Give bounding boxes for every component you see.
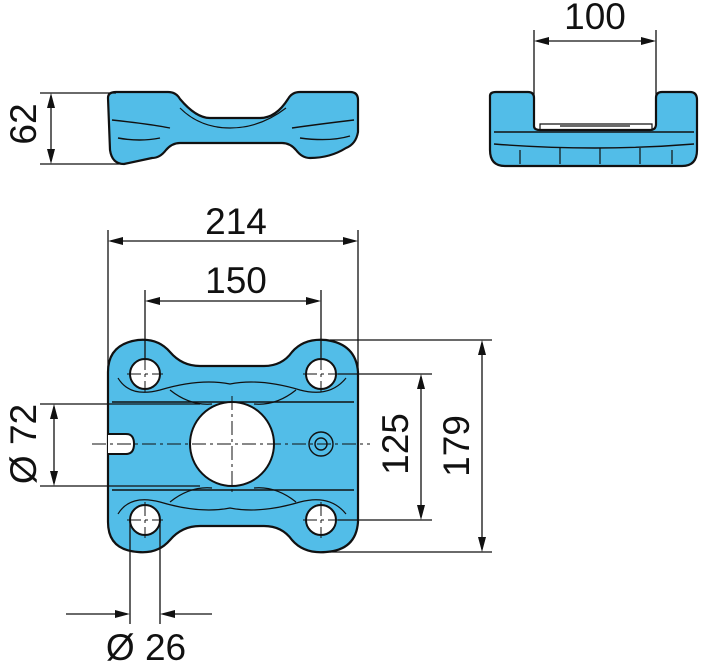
dim-overall-length-label: 179 bbox=[436, 415, 477, 477]
end-view-body bbox=[488, 90, 699, 168]
dim-inner-width-label: 100 bbox=[564, 0, 626, 37]
dim-overall-width-label: 214 bbox=[205, 201, 267, 242]
dim-hole-spacing-y-label: 125 bbox=[375, 413, 416, 475]
dim-hole-diameter-label: Ø 26 bbox=[106, 627, 186, 665]
dim-height-label: 62 bbox=[3, 103, 44, 144]
side-view: 62 bbox=[3, 90, 360, 166]
grease-nipple bbox=[308, 431, 334, 457]
dim-bore-diameter-label: Ø 72 bbox=[3, 404, 44, 484]
end-view: 100 bbox=[488, 0, 699, 168]
plan-view: 214 150 Ø 72 125 179 bbox=[3, 201, 492, 665]
dim-hole-spacing-x-label: 150 bbox=[205, 260, 267, 301]
